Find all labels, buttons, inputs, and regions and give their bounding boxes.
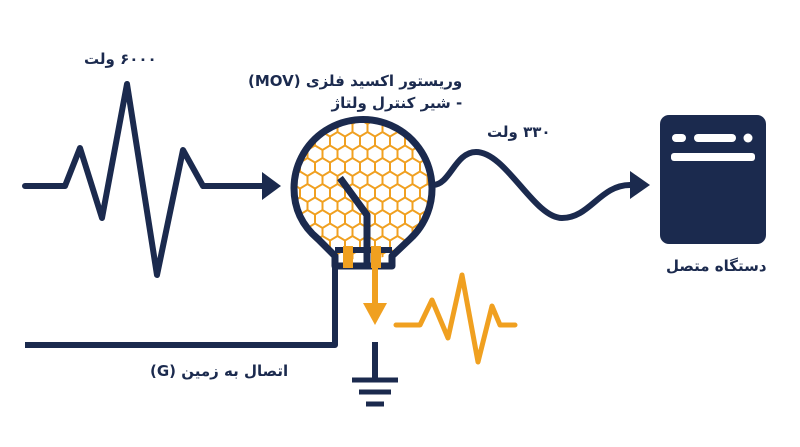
- ground-wire: [25, 266, 338, 348]
- mov-label: وریستور اکسید فلزی (MOV) - شیر کنترل ولت…: [248, 70, 462, 114]
- clamped-arrowhead: [630, 171, 650, 199]
- device-label: دستگاه متصل: [666, 257, 767, 275]
- mov-label-line2: - شیر کنترل ولتاژ: [331, 94, 463, 112]
- clamped-sine-wave: [430, 148, 633, 222]
- clamped-voltage-label: ۳۳۰ ولت: [487, 123, 551, 141]
- ground-symbol-icon: [352, 342, 398, 407]
- surge-waveform: [22, 81, 273, 278]
- surge-voltage-label: ۶۰۰۰ ولت: [84, 50, 157, 68]
- appliance-icon: [660, 115, 766, 244]
- surge-arrowhead: [262, 172, 281, 200]
- mov-bulb: [290, 115, 436, 270]
- dissipated-waveform: [393, 272, 518, 365]
- diverted-current-arrowhead: [363, 303, 387, 325]
- mov-label-line1: وریستور اکسید فلزی (MOV): [248, 72, 463, 90]
- ground-label: اتصال به زمین (G): [150, 362, 289, 380]
